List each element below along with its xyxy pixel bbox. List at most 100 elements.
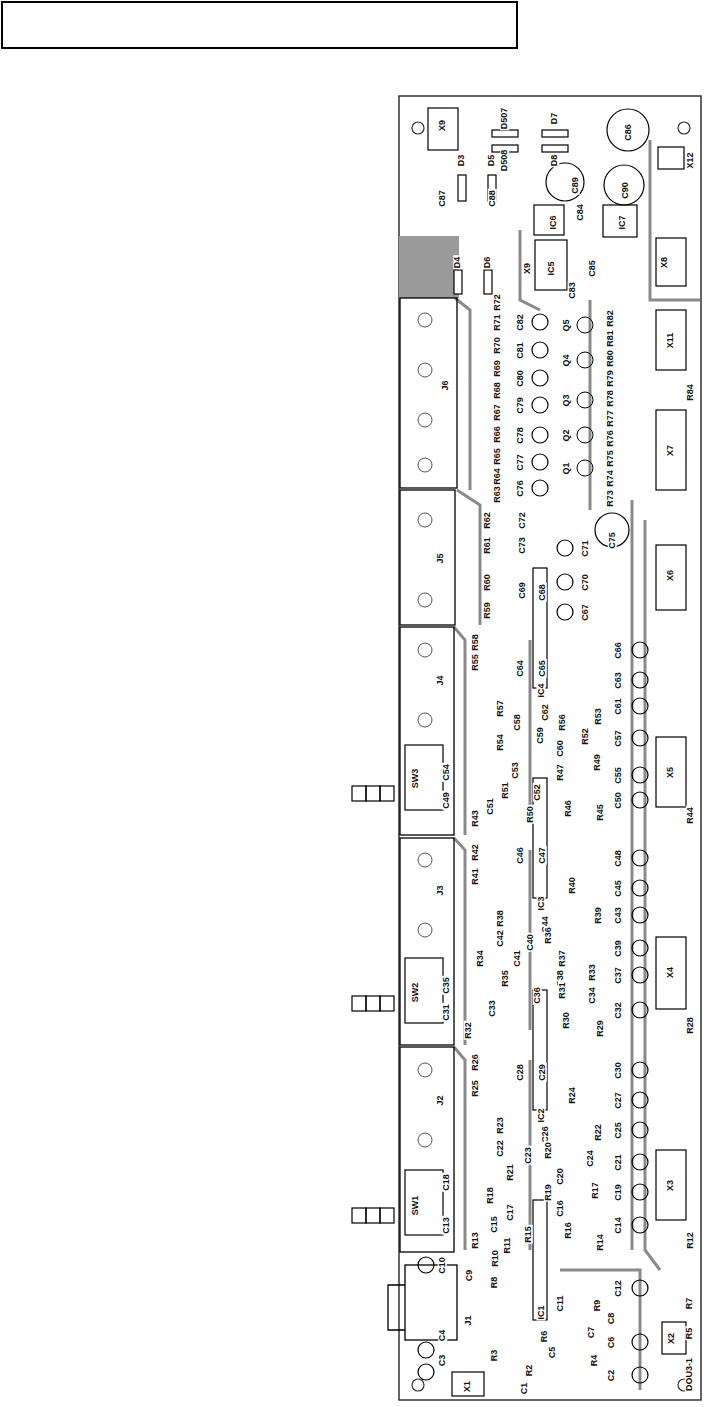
component-label: SW3	[411, 767, 420, 789]
component-label: J3	[435, 884, 444, 896]
component-label: C24	[585, 1149, 594, 1168]
component-label: D5	[487, 153, 496, 167]
component-label: R68	[492, 381, 501, 400]
component-label: C39	[613, 939, 622, 958]
component-label: R47	[555, 763, 564, 782]
component-label: C35	[441, 976, 450, 995]
component-label: R39	[593, 906, 602, 925]
component-label: C64	[515, 659, 524, 678]
component-label: R4	[590, 1353, 599, 1367]
component-label: R55	[470, 653, 479, 672]
component-label: IC7	[617, 214, 626, 230]
component-label: R61	[482, 536, 491, 555]
component-label: R29	[595, 1019, 604, 1038]
component-label: R22	[593, 1123, 602, 1142]
component-label: R40	[567, 876, 576, 895]
component-label: C90	[620, 181, 629, 200]
component-label: X8	[660, 255, 669, 268]
component-label: C71	[580, 539, 589, 558]
component-label: C22	[495, 1139, 504, 1158]
component-label: C8	[607, 1311, 616, 1325]
header-outlines	[428, 108, 686, 1396]
component-label: C29	[537, 1063, 546, 1082]
component-label: R41	[470, 867, 479, 886]
component-label: C55	[613, 766, 622, 785]
component-label: R36	[543, 926, 552, 945]
board-outline	[399, 96, 701, 1400]
component-label: R23	[495, 1116, 504, 1135]
component-label: J4	[435, 674, 444, 686]
component-label: C57	[613, 729, 622, 748]
component-label: C43	[613, 906, 622, 925]
component-label: Q5	[561, 318, 570, 332]
component-label: R8	[490, 1275, 499, 1289]
component-label: R53	[593, 707, 602, 726]
component-label: C58	[512, 713, 521, 732]
component-label: IC6	[548, 214, 557, 230]
component-label: R60	[482, 573, 491, 592]
component-label: R9	[593, 1298, 602, 1312]
component-label: J6	[440, 379, 449, 391]
component-label: C9	[465, 1268, 474, 1282]
component-label: C62	[540, 703, 549, 722]
component-label: J1	[463, 1314, 472, 1326]
component-label: D8	[550, 153, 559, 167]
ic-outlines	[533, 205, 637, 1320]
component-label: R66	[492, 425, 501, 444]
component-label: R52	[580, 727, 589, 746]
component-label: D4	[453, 255, 462, 269]
component-label: R12	[685, 1231, 694, 1250]
component-label: C33	[487, 999, 496, 1018]
component-label: R71	[492, 313, 501, 332]
component-label: C69	[517, 581, 526, 600]
component-label: C79	[515, 396, 524, 415]
component-label: IC4	[536, 682, 545, 698]
component-label: R79	[605, 369, 614, 388]
component-label: D7	[550, 111, 559, 125]
component-label: R18	[485, 1186, 494, 1205]
component-label: X9	[523, 261, 532, 274]
component-label: C48	[613, 849, 622, 868]
component-label: D3	[457, 153, 466, 167]
switch-outlines	[352, 745, 443, 1235]
component-label: R44	[685, 806, 694, 825]
component-label: C13	[441, 1216, 450, 1235]
component-label: IC3	[536, 895, 545, 911]
component-label: R34	[475, 949, 484, 968]
component-label: C37	[613, 966, 622, 985]
component-label: C32	[613, 1001, 622, 1020]
component-label: R54	[495, 733, 504, 752]
diodes	[454, 130, 568, 294]
component-label: R75	[605, 449, 614, 468]
component-label: C28	[515, 1063, 524, 1082]
component-label: C20	[555, 1167, 564, 1186]
component-label: C83	[567, 281, 576, 300]
component-label: R25	[470, 1079, 479, 1098]
component-label: C76	[515, 479, 524, 498]
component-label: C5	[548, 1345, 557, 1359]
component-label: R35	[500, 969, 509, 988]
component-label: C51	[485, 797, 494, 816]
component-label: R5	[685, 1326, 694, 1340]
component-label: Q1	[561, 461, 570, 475]
component-label: X9	[438, 118, 447, 131]
component-label: C36	[532, 986, 541, 1005]
component-label: R38	[495, 909, 504, 928]
component-label: D6	[483, 255, 492, 269]
component-label: IC5	[546, 260, 555, 276]
component-label: D508	[500, 148, 509, 172]
component-label: C49	[441, 791, 450, 810]
component-label: Q2	[561, 428, 570, 442]
component-label: C3	[438, 1353, 447, 1367]
component-label: R13	[470, 1231, 479, 1250]
component-label: C4	[438, 1328, 447, 1342]
component-label: C10	[437, 1256, 446, 1275]
component-label: R50	[525, 805, 534, 824]
component-label: C41	[512, 949, 521, 968]
component-label: R43	[470, 809, 479, 828]
component-label: X4	[666, 965, 675, 978]
component-label: C77	[515, 453, 524, 472]
component-label: C88	[487, 189, 496, 208]
component-label: R70	[492, 336, 501, 355]
